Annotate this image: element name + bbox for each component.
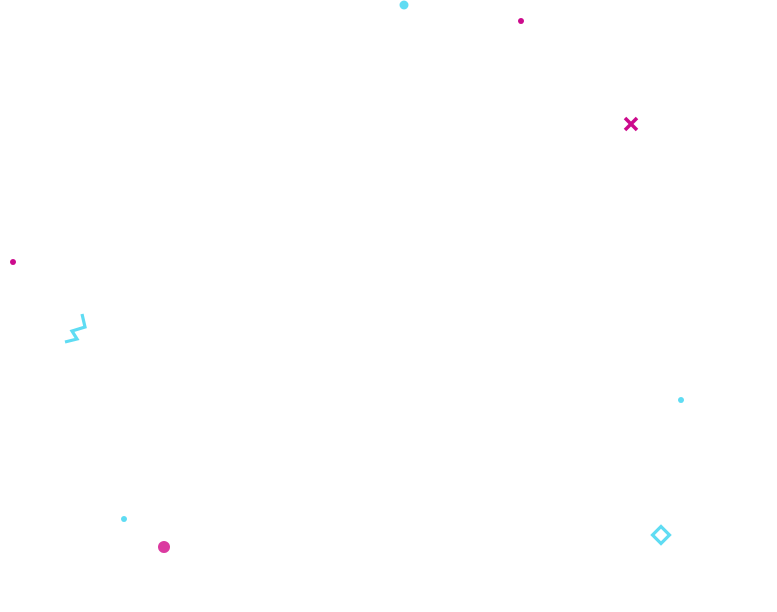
zigzag-cyan [64,313,87,344]
dot-cyan-bottom-left [121,516,127,522]
cross-magenta [623,116,639,132]
diamond-cyan [650,524,672,546]
dot-cyan-top [399,0,409,10]
dot-magenta-top [518,18,524,24]
dot-magenta-left [10,259,16,265]
dot-cyan-right [678,397,684,403]
dot-pink-bottom-left [158,541,170,553]
